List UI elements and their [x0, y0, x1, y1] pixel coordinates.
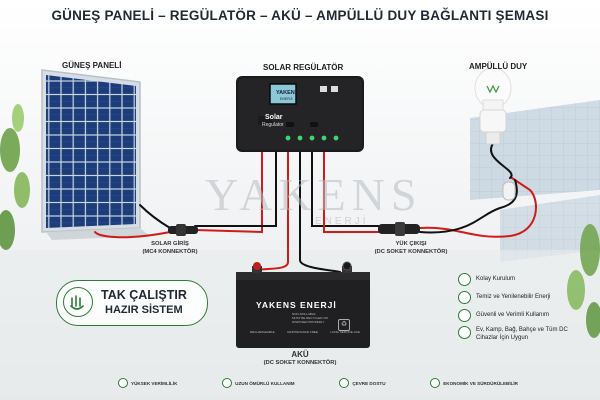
- feature-item: Ev, Kamp, Bağ, Bahçe ve Tüm DC Cihazlar …: [458, 324, 596, 348]
- battery-warn-1: NON-SPILLABLE: [292, 312, 316, 316]
- label-load-output-title: YÜK ÇIKIŞI: [395, 241, 427, 247]
- badge-line2: HAZIR SİSTEM: [105, 304, 183, 316]
- label-regulator: SOLAR REGÜLATÖR: [263, 63, 344, 72]
- battery-specs: RECHARGEABLE MAINTENANCE FREE LONG SERVI…: [250, 330, 360, 334]
- label-bulb: AMPÜLLÜ DUY: [469, 62, 528, 71]
- cord-switch: [502, 181, 516, 201]
- battery-warn-2: MUST BE RECYCLED OR: [292, 316, 328, 320]
- coin-icon: [430, 378, 441, 388]
- regulator-model-line1: Solar: [265, 114, 283, 121]
- leaf-icon: [339, 378, 350, 388]
- recycle-icon: ♻: [338, 319, 350, 331]
- label-battery-title: AKÜ: [291, 350, 309, 359]
- feature-item: Güvenli ve Verimli Kullanım: [458, 306, 596, 324]
- page-title: GÜNEŞ PANELİ – REGÜLATÖR – AKÜ – AMPÜLLÜ…: [51, 8, 549, 23]
- badge-line1: TAK ÇALIŞTIR: [101, 288, 187, 302]
- plant-right: [567, 224, 600, 338]
- watermark-sub: ENERJİ: [315, 216, 369, 227]
- battery-spec-1: RECHARGEABLE: [250, 330, 275, 334]
- battery-warnings: NON-SPILLABLE MUST BE RECYCLED OR DISPOS…: [292, 312, 336, 324]
- regulator-body: [236, 76, 364, 152]
- battery-spec-2: MAINTENANCE FREE: [287, 330, 318, 334]
- feature-list: Kolay Kurulum Temiz ve Yenilenebilir Ene…: [458, 270, 596, 348]
- benefit-item: UZUN ÖMÜRLÜ KULLANIM: [222, 378, 295, 388]
- benefit-text: ÇEVRE DOSTU: [352, 380, 386, 386]
- label-solar-input: SOLAR GİRİŞ (MC4 KONNEKTÖR): [120, 240, 220, 256]
- battery-icon: [222, 378, 233, 388]
- benefit-item: YÜKSEK VERİMLİLİK: [118, 378, 177, 388]
- battery-body: [236, 261, 370, 348]
- battery-warn-3: DISPOSED PROPERLY: [292, 320, 325, 324]
- feature-text: Güvenli ve Verimli Kullanım: [476, 312, 550, 318]
- feature-item: Kolay Kurulum: [458, 270, 596, 288]
- feature-text: Temiz ve Yenilenebilir Enerji: [476, 294, 551, 300]
- benefit-text: YÜKSEK VERİMLİLİK: [131, 380, 178, 386]
- label-load-output: YÜK ÇIKIŞI (DC SOKET KONNEKTÖR): [356, 240, 466, 256]
- house-icon: [458, 326, 471, 339]
- benefit-text: EKONOMİK VE SÜRDÜRÜLEBİLİR: [443, 380, 518, 386]
- benefit-item: ÇEVRE DOSTU: [339, 378, 386, 388]
- regulator-brand: YAKENS: [276, 90, 299, 96]
- label-solar-input-title: SOLAR GİRİŞ: [151, 241, 189, 247]
- regulator-model-line2: Regulator: [262, 122, 284, 128]
- solar-panel: [41, 69, 150, 240]
- bulb-holder: [474, 67, 512, 145]
- label-panel: GÜNEŞ PANELİ: [62, 61, 122, 70]
- shield-icon: [458, 308, 471, 322]
- regulator-brand-sub: ENERJİ: [280, 97, 293, 101]
- watermark-logo: YAKENS: [205, 169, 423, 220]
- leaf-icon: [458, 290, 471, 304]
- label-battery-sub: (DC SOKET KONNEKTÖR): [263, 360, 337, 366]
- sun-icon: [118, 378, 128, 388]
- dc-socket-connector: [378, 222, 420, 236]
- label-load-output-sub: (DC SOKET KONNEKTÖR): [374, 249, 448, 255]
- battery-spec-3: LONG SERVICE LIFE: [330, 330, 360, 334]
- benefit-text: UZUN ÖMÜRLÜ KULLANIM: [235, 380, 295, 386]
- hand-plug-icon: [63, 287, 93, 317]
- feature-text: Ev, Kamp, Bağ, Bahçe ve Tüm DC Cihazlar …: [476, 327, 568, 341]
- plant-left: [0, 104, 30, 250]
- feature-item: Temiz ve Yenilenebilir Enerji: [458, 288, 596, 306]
- bottom-benefits: YÜKSEK VERİMLİLİK UZUN ÖMÜRLÜ KULLANIM Ç…: [118, 378, 518, 388]
- battery-brand: YAKENS ENERJİ: [256, 300, 337, 310]
- benefit-item: EKONOMİK VE SÜRDÜRÜLEBİLİR: [430, 378, 518, 388]
- feature-text: Kolay Kurulum: [476, 276, 516, 282]
- wrench-icon: [458, 272, 471, 286]
- plug-and-play-badge: TAK ÇALIŞTIR HAZIR SİSTEM: [56, 280, 208, 326]
- label-battery: AKÜ (DC SOKET KONNEKTÖR): [250, 351, 350, 367]
- label-solar-input-sub: (MC4 KONNEKTÖR): [142, 249, 198, 255]
- mc4-connector: [168, 224, 198, 236]
